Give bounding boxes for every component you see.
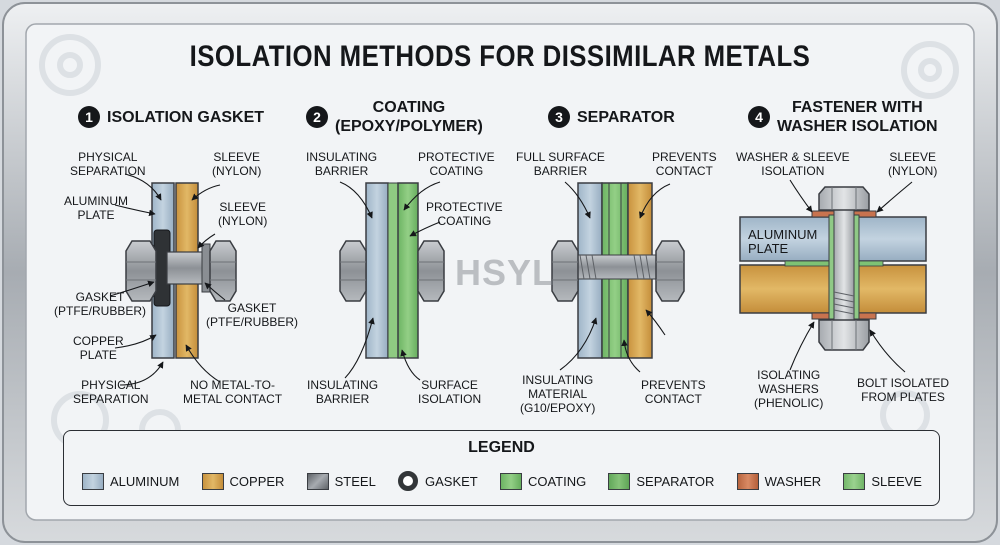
label-gasket-right: GASKET (PTFE/RUBBER) (206, 301, 299, 329)
label-protective-coating-mid: PROTECTIVE COATING (426, 200, 503, 228)
coating-swatch-icon (499, 472, 522, 490)
legend-items: ALUMINUM COPPER STEEL GASKET COATING SEP… (82, 469, 922, 493)
legend-label-washer: WASHER (764, 473, 822, 489)
legend-item-steel: STEEL (306, 472, 376, 490)
label-isolating-washers: ISOLATING WASHERS (PHENOLIC) (754, 368, 824, 410)
section-1-number: 1 (78, 106, 100, 128)
diagram-isolation-gasket (109, 173, 237, 386)
aluminum-swatch-icon (82, 472, 104, 490)
washer-swatch-icon (736, 472, 759, 490)
label-insulating-barrier-top: INSULATING BARRIER (306, 150, 378, 178)
label-washer-sleeve-isolation: WASHER & SLEEVE ISOLATION (736, 150, 850, 178)
legend-label-aluminum: ALUMINUM (110, 473, 180, 489)
label-copper-plate: COPPER PLATE (73, 334, 124, 362)
legend-item-separator: SEPARATOR (608, 472, 715, 490)
label-sleeve-nylon-4: SLEEVE (NYLON) (888, 150, 938, 178)
legend-item-aluminum: ALUMINUM (82, 472, 180, 490)
section-4-number: 4 (748, 106, 770, 128)
legend-label-separator: SEPARATOR (636, 473, 715, 489)
legend-item-washer: WASHER (736, 472, 822, 490)
diagram-coating (339, 181, 445, 381)
legend-item-coating: COATING (499, 472, 587, 490)
diagram-separator (551, 181, 685, 373)
sleeve-swatch-icon (843, 472, 866, 490)
legend-label-gasket: GASKET (425, 473, 478, 489)
section-1-heading: 1 ISOLATION GASKET (78, 106, 264, 128)
label-no-metal-contact: NO METAL-TO- METAL CONTACT (183, 378, 283, 406)
label-insulating-material: INSULATING MATERIAL (G10/EPOXY) (520, 373, 596, 415)
label-prevents-contact-bottom: PREVENTS CONTACT (641, 378, 706, 406)
label-protective-coating-top: PROTECTIVE COATING (418, 150, 495, 178)
label-sleeve-nylon-top: SLEEVE (NYLON) (212, 150, 262, 178)
section-4-title: FASTENER WITH WASHER ISOLATION (777, 99, 938, 135)
legend-title: LEGEND (468, 439, 535, 456)
label-aluminum-plate-4: ALUMINUM PLATE (748, 227, 818, 256)
diagram-fastener-washer (739, 179, 927, 373)
label-bolt-isolated: BOLT ISOLATED FROM PLATES (857, 376, 950, 404)
label-insulating-barrier-bottom: INSULATING BARRIER (307, 378, 379, 406)
legend-label-coating: COATING (527, 473, 587, 489)
label-physical-separation-top: PHYSICAL SEPARATION (70, 150, 146, 178)
legend-label-copper: COPPER (229, 473, 285, 489)
section-3-title: SEPARATOR (577, 108, 675, 126)
label-sleeve-nylon-mid: SLEEVE (NYLON) (218, 200, 268, 228)
label-physical-separation-bottom: PHYSICAL SEPARATION (73, 378, 149, 406)
copper-swatch-icon (201, 472, 224, 490)
gasket-ring-icon (398, 471, 418, 491)
label-surface-isolation: SURFACE ISOLATION (418, 378, 482, 406)
legend-item-gasket: GASKET (398, 471, 478, 491)
section-3-heading: 3 SEPARATOR (548, 106, 675, 128)
label-full-surface-barrier: FULL SURFACE BARRIER (516, 150, 605, 178)
label-aluminum-plate: ALUMINUM PLATE (64, 194, 129, 222)
page-title: ISOLATION METHODS FOR DISSIMILAR METALS (189, 40, 811, 73)
label-prevents-contact-top: PREVENTS CONTACT (652, 150, 717, 178)
legend-label-steel: STEEL (334, 473, 376, 489)
section-3-number: 3 (548, 106, 570, 128)
legend-item-sleeve: SLEEVE (843, 472, 922, 490)
legend-label-sleeve: SLEEVE (871, 473, 922, 489)
legend-item-copper: COPPER (201, 472, 285, 490)
legend: LEGEND ALUMINUM COPPER STEEL GASKET COAT… (63, 430, 940, 506)
section-2-heading: 2 COATING (EPOXY/POLYMER) (306, 98, 483, 136)
separator-swatch-icon (608, 472, 631, 490)
section-2-number: 2 (306, 106, 328, 128)
watermark: HSYL (455, 252, 556, 293)
section-2-title: COATING (EPOXY/POLYMER) (335, 99, 483, 135)
section-4-heading: 4 FASTENER WITH WASHER ISOLATION (748, 98, 938, 136)
label-gasket-left: GASKET (PTFE/RUBBER) (54, 290, 147, 318)
steel-swatch-icon (306, 472, 329, 490)
section-1-title: ISOLATION GASKET (107, 108, 265, 126)
